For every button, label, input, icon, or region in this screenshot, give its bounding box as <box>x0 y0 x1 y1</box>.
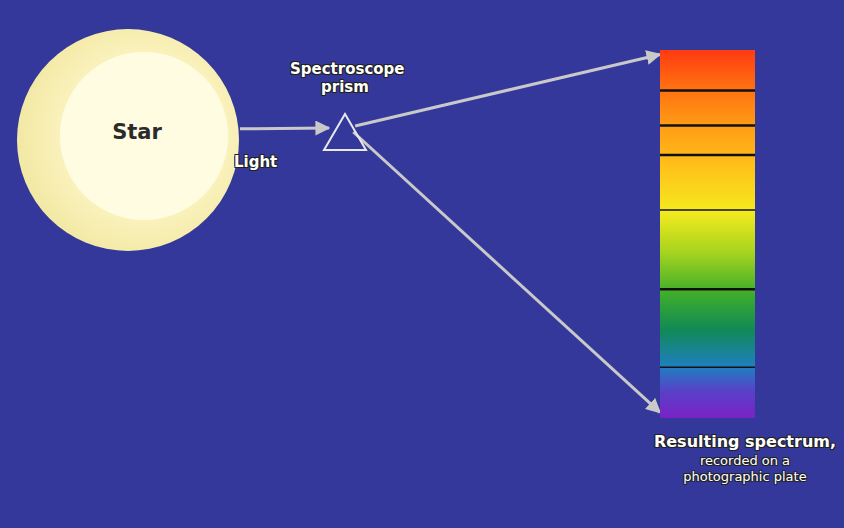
light-ray <box>353 132 660 412</box>
prism-triangle: Spectroscope prism <box>290 60 400 152</box>
absorption-line <box>660 154 755 157</box>
star-outer <box>17 29 239 251</box>
star-label: Star <box>87 120 187 144</box>
spectrum-bar <box>660 50 755 418</box>
absorption-lines <box>660 50 755 418</box>
absorption-line <box>660 209 755 211</box>
absorption-line <box>660 366 755 368</box>
ray-label: Light <box>234 153 277 171</box>
absorption-line <box>660 89 755 92</box>
absorption-line <box>660 124 755 127</box>
prism-outline <box>324 114 366 150</box>
prism-shape <box>322 112 368 152</box>
caption-note: recorded on a photographic plate <box>670 453 820 485</box>
prism-heading: Spectroscope prism <box>290 60 400 96</box>
star-core <box>60 52 228 220</box>
star-circle: Star <box>16 28 240 252</box>
light-ray <box>355 54 660 126</box>
light-ray <box>240 127 329 131</box>
absorption-line <box>660 288 755 291</box>
caption-heading: Resulting spectrum, <box>650 432 840 451</box>
spectrum-plate: Resulting spectrum, recorded on a photogr… <box>650 50 840 485</box>
